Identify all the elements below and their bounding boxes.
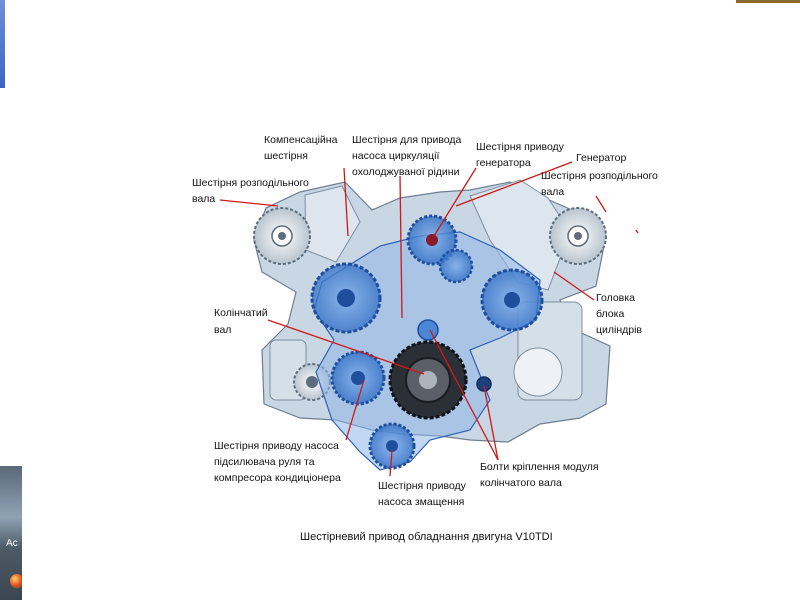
start-orb-icon[interactable] [10, 574, 22, 588]
label-line: Шестірня для привода [352, 134, 462, 146]
label-line: підсилювача руля та [214, 456, 315, 468]
desktop-tile-text: Ac [6, 538, 18, 549]
label-coolant-pump-gear: Шестірня для привода насоса циркуляції о… [352, 134, 462, 178]
label-line: Шестірня приводу [476, 141, 565, 153]
label-oil-pump-gear: Шестірня приводу насоса змащення [378, 480, 467, 508]
top-right-mark [736, 0, 800, 3]
label-power-steering-gear: Шестірня приводу насоса підсилювача руля… [214, 440, 341, 484]
label-camshaft-gear-right: Шестірня розподільного вала [541, 170, 658, 198]
label-line: насоса змащення [378, 496, 464, 508]
camshaft-gear-left-shape [253, 207, 311, 265]
label-line: вал [214, 324, 231, 336]
label-alternator-gear: Шестірня приводу генератора [476, 141, 565, 169]
label-line: Болти кріплення модуля [480, 461, 599, 473]
label-line: насоса циркуляції [352, 150, 439, 162]
label-alternator: Генератор [576, 152, 626, 164]
label-line: колінчатого вала [480, 477, 562, 489]
label-line: шестірня [264, 150, 308, 162]
label-line: Компенсаційна [264, 134, 338, 146]
label-cylinder-head: Головка блока циліндрів [596, 292, 642, 336]
left-accent-strip [0, 0, 5, 88]
label-line: компресора кондиціонера [214, 472, 341, 484]
label-line: Шестірня розподільного [541, 170, 658, 182]
label-line: блока [596, 308, 624, 320]
label-compensating-gear: Компенсаційна шестірня [264, 134, 338, 162]
label-line: циліндрів [596, 324, 642, 336]
diagram-caption: Шестірневий привод обладнання двигуна V1… [300, 531, 553, 543]
desktop-thumbnail-tile[interactable]: Ac [0, 466, 22, 600]
label-line: Колінчатий [214, 307, 268, 319]
label-line: охолоджуваної рідини [352, 166, 460, 178]
label-crankshaft: Колінчатий вал [214, 307, 268, 336]
camshaft-gear-right-shape [549, 207, 607, 265]
label-line: вала [541, 186, 564, 198]
label-line: Шестірня приводу насоса [214, 440, 339, 452]
label-crank-module-bolts: Болти кріплення модуля колінчатого вала [480, 461, 599, 489]
label-camshaft-gear-left: Шестірня розподільного вала [192, 177, 309, 205]
label-line: Головка [596, 292, 635, 304]
label-line: Шестірня розподільного [192, 177, 309, 189]
label-line: вала [192, 193, 215, 205]
label-line: Генератор [576, 152, 626, 164]
crankshaft-gear-shape [388, 340, 468, 420]
label-line: генератора [476, 157, 531, 169]
label-line: Шестірня приводу [378, 480, 467, 492]
leader-lines [219, 161, 639, 477]
